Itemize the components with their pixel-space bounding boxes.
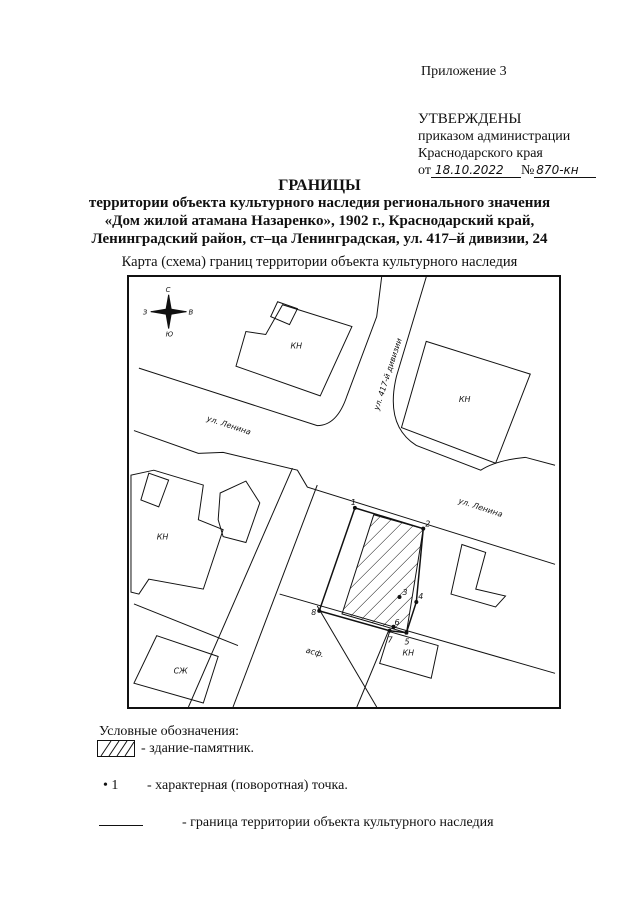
point-dot-icon: • [103,778,108,793]
legend-boundary: - граница территории объекта культурного… [182,815,494,830]
order-label: приказом администрации [418,129,571,144]
site-map: С Ю З В [127,275,561,709]
title-line-2: «Дом жилой атамана Назаренко», 1902 г., … [104,213,535,229]
compass-w: З [143,309,148,317]
svg-text:7: 7 [388,636,393,645]
page-title: ГРАНИЦЫ [278,177,361,194]
building-kn-northeast [400,340,531,464]
label-street-lenina: ул. Ленина [456,496,504,519]
legend-monument: - здание-памятник. [141,741,255,756]
date-prefix: от [418,163,431,178]
legend-boundary-line [99,825,143,826]
appendix-label: Приложение 3 [421,64,507,79]
title-line-3: Ленинградский район, ст–ца Ленинградская… [91,231,548,247]
svg-text:3: 3 [402,588,407,597]
label-asf: асф. [305,646,325,659]
number-prefix: № [520,163,535,178]
label-szh: СЖ [174,666,189,675]
order-date: 18.10.2022 [430,163,521,178]
title-line-1: территории объекта культурного наследия … [88,195,551,211]
legend-point: - характерная (поворотная) точка. [147,778,348,793]
svg-text:1: 1 [351,498,356,507]
svg-text:4: 4 [418,592,423,601]
building-kn-north [235,304,353,397]
svg-text:5: 5 [404,638,409,647]
compass-e: В [188,309,193,317]
legend-point-number: 1 [111,778,119,793]
building-kn-west [130,469,224,595]
legend-point-sample: • 1 [103,778,118,794]
road-lines [133,276,556,708]
compass-s: Ю [166,330,174,338]
label-kn: КН [157,533,169,542]
label-kn: КН [402,648,414,657]
approved-label: УТВЕРЖДЕНЫ [418,111,522,127]
monument-building [341,514,424,634]
legend-hatch-icon [97,740,135,757]
map-subtitle: Карта (схема) границ территории объекта … [121,254,518,270]
svg-text:2: 2 [425,520,430,529]
compass-n: С [166,286,171,294]
boundary-points: 1 2 3 4 5 6 7 8 [311,498,430,647]
building-szh [133,635,219,704]
order-number: 870-кн [534,163,597,178]
region-label: Краснодарского края [418,146,543,161]
label-street-417: ул. 417-й дивизии [372,337,404,412]
svg-text:6: 6 [395,618,400,627]
compass-icon: С Ю З В [143,286,194,339]
label-street-lenina: ул. Ленина [205,414,253,437]
svg-text:8: 8 [311,608,316,617]
label-kn: КН [290,341,302,350]
building-kn-south [379,631,439,679]
legend-heading: Условные обозначения: [99,724,240,739]
label-kn: КН [459,395,471,404]
